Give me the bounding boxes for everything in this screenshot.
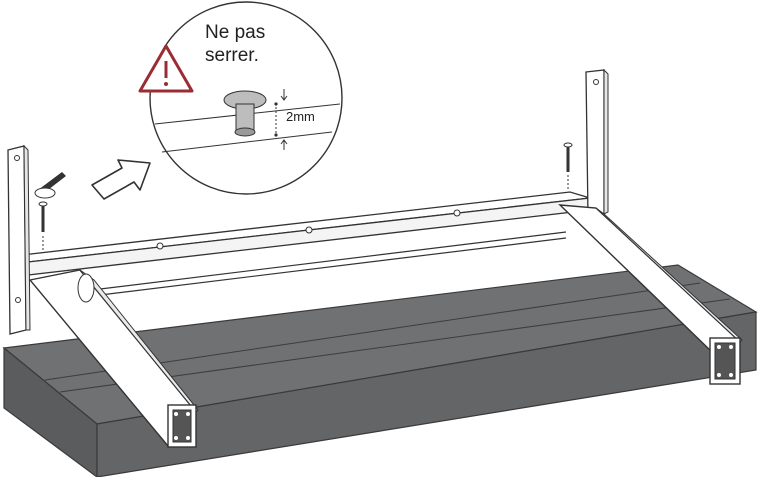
callout-magnifier (149, 1, 343, 195)
bolt-icon (38, 201, 48, 252)
back-rail (20, 191, 591, 297)
hex-key-icon (34, 172, 66, 199)
warning-triangle-icon (138, 44, 194, 93)
bolt-icon (563, 142, 573, 190)
left-foot-beam (28, 269, 199, 448)
direction-arrow-icon (91, 159, 151, 200)
tabletop (2, 264, 758, 477)
right-leg-upright (585, 68, 609, 217)
warning-text-line-1: Ne pas (205, 22, 266, 43)
dimension-label: 2mm (286, 109, 315, 124)
warning-text-line-2: serrer. (205, 45, 259, 66)
right-foot-beam (558, 204, 743, 385)
left-leg-upright (7, 144, 31, 335)
